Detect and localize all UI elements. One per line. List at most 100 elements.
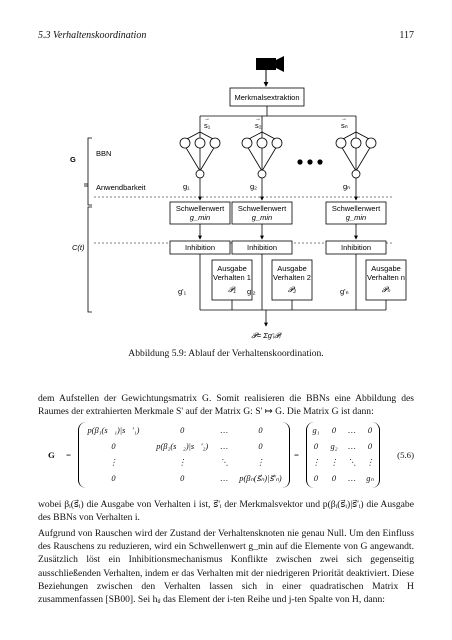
- vector-arrow-n: →: [341, 116, 347, 122]
- output-line1-1: Ausgabe: [217, 264, 247, 273]
- matrix-cell: 0: [367, 441, 373, 451]
- matrix-cell: ⋮: [256, 458, 265, 467]
- vector-arrow-2: →: [255, 116, 261, 122]
- matrix-row: g₁ 0 … 0: [307, 422, 379, 438]
- output-p-1: 𝓟₁: [228, 285, 236, 294]
- output-box-2: Ausgabe Verhalten 2 𝓟₂: [271, 259, 313, 301]
- inhibition-label-2: Inhibition: [247, 243, 277, 252]
- output-line2-n: Verhalten n: [367, 273, 405, 282]
- matrix-cell: ⋱: [347, 458, 357, 467]
- g-label-2: g₂: [250, 182, 257, 191]
- output-box-1: Ausgabe Verhalten 1 𝓟₁: [211, 259, 253, 301]
- label-bbn: BBN: [96, 149, 111, 158]
- matrix-cell: p(β₂(s⃗₂)|s⃗'₂): [156, 441, 209, 451]
- matrix-cell: 0: [180, 473, 185, 483]
- matrix-row: ⋮ ⋮ ⋱ ⋮: [307, 454, 379, 470]
- inhibition-box-2: Inhibition: [231, 240, 293, 255]
- threshold-sub-2: g_min: [252, 213, 272, 222]
- matrix-row: 0 0 … gₙ: [307, 470, 379, 486]
- matrix-cell: gₙ: [366, 474, 374, 483]
- threshold-box-1: Schwellenwert g_min: [169, 201, 231, 225]
- gprime-label-1: g'₁: [178, 287, 187, 296]
- matrix-cell: p(βₙ(s⃗ₙ)|s⃗'ₙ): [239, 474, 282, 483]
- paragraph-1: dem Aufstellen der Gewichtungsmatrix G. …: [38, 393, 414, 418]
- matrix-cell: …: [220, 425, 228, 435]
- matrix-row: 0 p(β₂(s⃗₂)|s⃗'₂) … 0: [79, 438, 289, 454]
- label-c-t: C(t): [72, 243, 85, 252]
- threshold-label-1: Schwellenwert: [176, 204, 225, 213]
- matrix-cell: 0: [331, 473, 337, 483]
- threshold-box-2: Schwellenwert g_min: [231, 201, 293, 225]
- sum-formula: 𝓟= Σg'ᵢ𝓟ᵢ: [251, 331, 282, 340]
- vector-label-2: s₂: [255, 121, 262, 130]
- g-label-n: gₙ: [343, 182, 350, 191]
- output-line2-2: Verhalten 2: [273, 273, 311, 282]
- camera-icon: [256, 56, 284, 72]
- output-box-n: Ausgabe Verhalten n 𝓟ₙ: [365, 259, 407, 301]
- vector-label-n: sₙ: [341, 121, 348, 130]
- matrix-cell: …: [348, 425, 356, 435]
- matrix-cell: ⋮: [109, 458, 118, 467]
- gprime-label-n: g'ₙ: [340, 287, 349, 296]
- equation-number: (5.6): [397, 450, 414, 460]
- matrix-cell: p(β₁(s⃗₁)|s⃗'₁): [87, 425, 140, 435]
- matrix-cell: ⋮: [365, 458, 375, 467]
- matrix-cell: 0: [313, 473, 319, 483]
- threshold-sub-n: g_min: [346, 213, 366, 222]
- bbn-network-n: [335, 131, 377, 179]
- output-p-n: 𝓟ₙ: [382, 285, 391, 294]
- matrix-cell: 0: [111, 441, 116, 451]
- matrix-cell: 0: [367, 425, 373, 435]
- matrix-cell: ⋮: [329, 458, 339, 467]
- output-line1-2: Ausgabe: [277, 264, 307, 273]
- bbn-network-1: [179, 131, 221, 179]
- g-label-1: g₁: [183, 182, 190, 191]
- matrix-cell: …: [220, 441, 228, 451]
- figure-caption: Abbildung 5.9: Ablauf der Verhaltenskoor…: [128, 348, 324, 359]
- matrix-cell: g₁: [312, 425, 320, 435]
- page-number: 117: [399, 30, 414, 41]
- matrix-cell: ⋱: [220, 458, 229, 467]
- inhibition-box-1: Inhibition: [169, 240, 231, 255]
- inhibition-label-n: Inhibition: [341, 243, 371, 252]
- threshold-label-n: Schwellenwert: [332, 204, 381, 213]
- section-header: 5.3 Verhaltenskoordination: [38, 30, 147, 41]
- equation-eq-2: =: [294, 450, 299, 460]
- bbn-network-2: [241, 131, 283, 179]
- equation-lhs: G: [48, 450, 55, 460]
- matrix-cell: 0: [258, 425, 263, 435]
- output-line1-n: Ausgabe: [371, 264, 401, 273]
- matrix-cell: 0: [111, 473, 116, 483]
- matrix-cell: …: [348, 441, 356, 451]
- matrix-cell: ⋮: [311, 458, 321, 467]
- inhibition-box-n: Inhibition: [325, 240, 387, 255]
- coordination-diagram: Merkmalsextraktion s₁ → s₂ → sₙ →: [70, 56, 407, 340]
- matrix-cell: g₂: [330, 441, 338, 451]
- matrix-row: p(β₁(s⃗₁)|s⃗'₁)0…0: [79, 422, 289, 438]
- output-p-2: 𝓟₂: [288, 285, 296, 294]
- vector-arrow-1: →: [204, 116, 210, 122]
- inhibition-label-1: Inhibition: [185, 243, 215, 252]
- threshold-box-n: Schwellenwert g_min: [325, 201, 387, 225]
- matrix-cell: 0: [258, 441, 263, 451]
- equation-eq-1: =: [66, 450, 71, 460]
- matrix-cell: …: [348, 473, 356, 483]
- label-applicability: Anwendbarkeit: [96, 183, 147, 192]
- vector-label-1: s₁: [204, 121, 211, 130]
- matrix-row: ⋮ ⋮ ⋱ ⋮: [79, 454, 289, 470]
- threshold-label-2: Schwellenwert: [238, 204, 287, 213]
- feature-extraction-label: Merkmalsextraktion: [234, 93, 299, 102]
- ellipsis-dots: [297, 159, 323, 165]
- threshold-sub-1: g_min: [190, 213, 210, 222]
- matrix-cell: 0: [331, 425, 337, 435]
- output-line2-1: Verhalten 1: [213, 273, 251, 282]
- matrix-cell: ⋮: [178, 458, 187, 467]
- gprime-label-2: g'₂: [247, 287, 256, 296]
